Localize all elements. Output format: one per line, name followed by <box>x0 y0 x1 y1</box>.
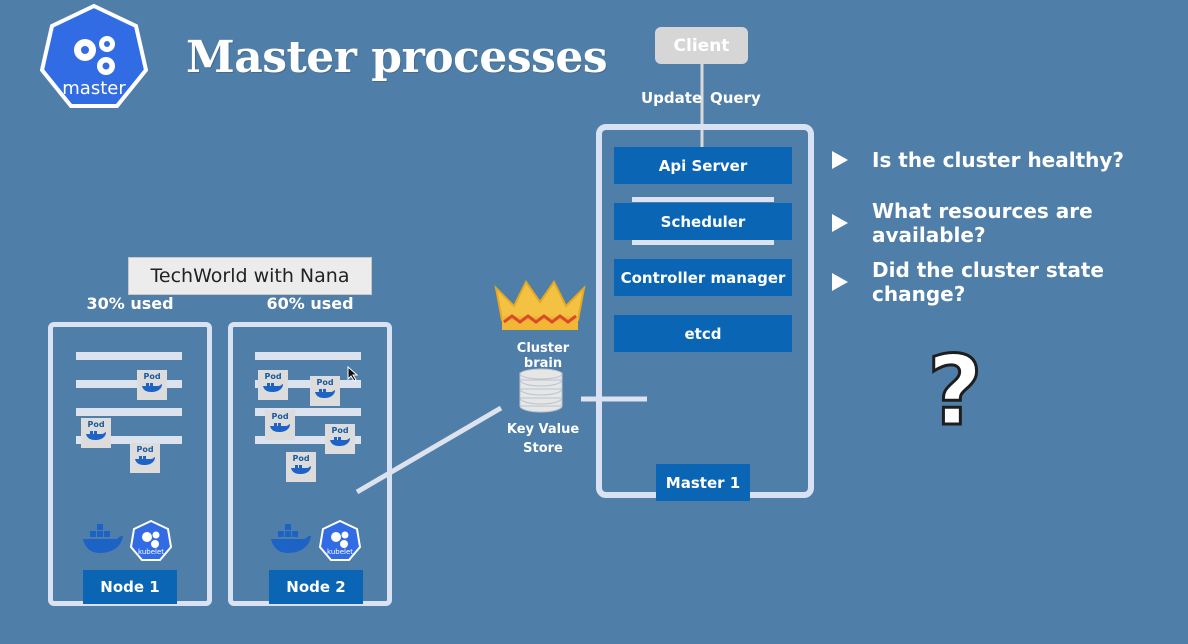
pod: Pod <box>258 370 288 400</box>
master-1-label: Master 1 <box>656 464 750 501</box>
node2-bar <box>255 436 361 444</box>
question-resources: What resources are available? <box>832 199 1188 247</box>
pod-label: Pod <box>87 420 105 429</box>
docker-whale-icon <box>135 456 155 465</box>
pod-label: Pod <box>136 445 154 454</box>
page-title: Master processes <box>186 32 608 83</box>
node2-usage: 60% used <box>266 294 354 313</box>
crown-icon <box>494 280 586 330</box>
node1-bar <box>76 352 182 360</box>
kv-store-line2: Store <box>523 441 563 456</box>
master-logo: master <box>39 3 149 110</box>
query-label: Query <box>710 89 761 107</box>
pod: Pod <box>265 410 295 440</box>
question-text: Did the cluster state change? <box>872 258 1104 306</box>
node2-bar <box>255 408 361 416</box>
question-text: What resources are available? <box>872 199 1093 247</box>
docker-whale-icon <box>315 389 335 398</box>
pod: Pod <box>310 376 340 406</box>
node1-usage: 30% used <box>86 294 174 313</box>
play-arrow-icon <box>832 214 848 232</box>
cluster-brain-label: Cluster brain <box>516 341 570 371</box>
scheduler-box: Scheduler <box>614 203 792 240</box>
node2-label: Node 2 <box>269 570 363 604</box>
client-box: Client <box>655 27 748 64</box>
database-icon <box>519 368 563 413</box>
question-text: Is the cluster healthy? <box>872 148 1125 172</box>
node2-bar <box>255 352 361 360</box>
docker-whale-icon <box>142 383 162 392</box>
question-mark-icon: ? <box>926 335 985 448</box>
scheduler-accent-bottom <box>632 240 774 245</box>
question-cluster-health: Is the cluster healthy? <box>832 148 1124 172</box>
mouse-cursor-icon <box>347 366 359 382</box>
kubelet-label: kubelet <box>137 548 165 556</box>
docker-icon <box>271 524 311 553</box>
pod-label: Pod <box>316 378 334 387</box>
docker-whale-icon <box>263 383 283 392</box>
node2-store-line <box>355 405 503 495</box>
logo-text: master <box>62 78 126 99</box>
docker-whale-icon <box>330 437 350 446</box>
watermark-label: TechWorld with Nana <box>128 257 372 295</box>
kubelet-icon-node2: kubelet <box>318 519 362 562</box>
docker-whale-icon <box>291 465 311 474</box>
pod-label: Pod <box>271 412 289 421</box>
kubelet-label: kubelet <box>326 548 354 556</box>
pod: Pod <box>286 452 316 482</box>
docker-whale-icon <box>270 423 290 432</box>
play-arrow-icon <box>832 273 848 291</box>
etcd-box: etcd <box>614 315 792 352</box>
docker-icon <box>83 524 123 553</box>
pod-label: Pod <box>292 454 310 463</box>
pod: Pod <box>81 418 111 448</box>
kubernetes-master-icon <box>39 3 149 108</box>
play-arrow-icon <box>832 151 848 169</box>
node1-bar <box>76 380 182 388</box>
pod-label: Pod <box>143 372 161 381</box>
node1-label: Node 1 <box>83 570 177 604</box>
scheduler-accent-top <box>632 197 774 202</box>
question-state-change: Did the cluster state change? <box>832 258 1188 306</box>
pod-label: Pod <box>331 426 349 435</box>
kubelet-icon-node1: kubelet <box>129 519 173 562</box>
pod-label: Pod <box>264 372 282 381</box>
pod: Pod <box>137 370 167 400</box>
pod: Pod <box>325 424 355 454</box>
update-label: Update <box>641 89 703 107</box>
node1-bar <box>76 408 182 416</box>
api-server-box: Api Server <box>614 147 792 184</box>
kv-store-line1: Key Value <box>506 422 580 437</box>
controller-manager-box: Controller manager <box>614 259 792 296</box>
node1-bar <box>76 436 182 444</box>
docker-whale-icon <box>86 431 106 440</box>
pod: Pod <box>130 443 160 473</box>
node2-bar <box>255 380 361 388</box>
